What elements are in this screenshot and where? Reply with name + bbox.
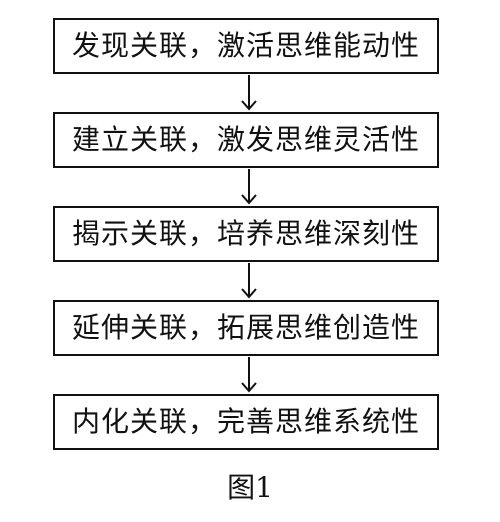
flow-arrow-2-to-3 [237,169,261,205]
flow-step-4-label: 延伸关联，拓展思维创造性 [71,311,420,344]
arrow-down-icon [241,75,257,111]
flow-arrow-4-to-5 [237,357,261,393]
arrow-down-icon [241,263,257,299]
flow-arrow-3-to-4 [237,263,261,299]
figure-caption: 图1 [227,471,273,504]
flow-step-4: 延伸关联，拓展思维创造性 [53,300,439,356]
flow-arrow-1-to-2 [237,75,261,111]
arrow-down-icon [241,169,257,205]
flow-step-1: 发现关联，激活思维能动性 [53,18,439,74]
flow-step-5-label: 内化关联，完善思维系统性 [71,405,420,438]
arrow-down-icon [241,357,257,393]
flow-step-1-label: 发现关联，激活思维能动性 [71,29,420,62]
flow-step-3-label: 揭示关联，培养思维深刻性 [71,217,420,250]
flow-step-3: 揭示关联，培养思维深刻性 [53,206,439,262]
flow-step-5: 内化关联，完善思维系统性 [53,394,439,450]
flow-step-2-label: 建立关联，激发思维灵活性 [71,123,420,156]
flow-step-2: 建立关联，激发思维灵活性 [53,112,439,168]
